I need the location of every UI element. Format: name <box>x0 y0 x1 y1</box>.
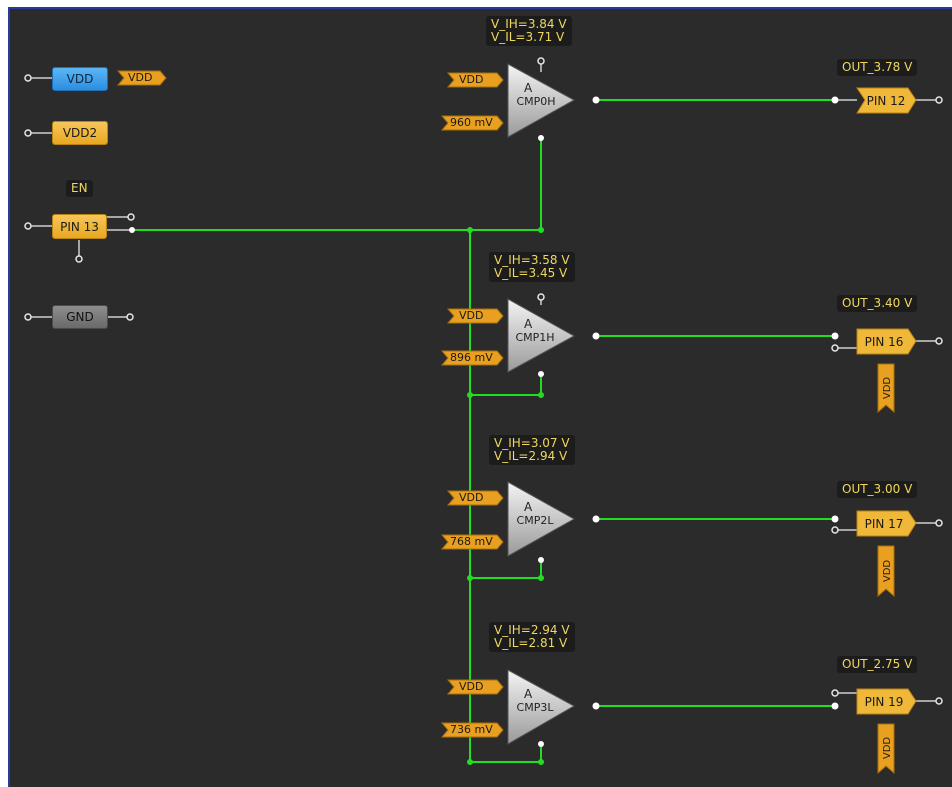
cmp0-vdd-tag: VDD <box>459 73 484 86</box>
cmp3-vil: V_IL=2.81 V <box>494 636 568 650</box>
cmp0-vref-tag: 960 mV <box>450 116 493 129</box>
cmp3-out-label: OUT_2.75 V <box>837 656 918 673</box>
cmp3-vdd-tag: VDD <box>459 680 484 693</box>
cmp0-type: A <box>524 81 533 95</box>
cmp2-type: A <box>524 500 533 514</box>
cmp2-vdd-tag: VDD <box>459 491 484 504</box>
cmp3-pin[interactable]: PIN 19 <box>864 694 904 709</box>
cmp0-vil: V_IL=3.71 V <box>491 30 565 44</box>
pin17-vdd-tag: VDD <box>882 560 893 583</box>
cmp0-threshold-label: V_IH=3.84 V V_IL=3.71 V <box>486 16 572 46</box>
cmp2-out-label: OUT_3.00 V <box>837 481 918 498</box>
cmp0-vih: V_IH=3.84 V <box>491 17 567 31</box>
cmp3-type: A <box>524 687 533 701</box>
cmp0-pin[interactable]: PIN 12 <box>866 93 906 108</box>
cmp2-vref-tag: 768 mV <box>450 535 493 548</box>
cmp1-vih: V_IH=3.58 V <box>494 253 570 267</box>
comparator-3-body <box>507 669 576 745</box>
schematic-canvas[interactable] <box>8 7 952 787</box>
cmp3-vref-tag: 736 mV <box>450 723 493 736</box>
pin13-block[interactable]: PIN 13 <box>52 214 107 239</box>
cmp1-vref-tag: 896 mV <box>450 351 493 364</box>
cmp1-out-label: OUT_3.40 V <box>837 295 918 312</box>
gnd-block[interactable]: GND <box>52 305 108 329</box>
cmp2-vil: V_IL=2.94 V <box>494 449 568 463</box>
cmp0-name[interactable]: CMP0H <box>516 95 556 108</box>
cmp2-pin[interactable]: PIN 17 <box>864 516 904 531</box>
cmp2-vih: V_IH=3.07 V <box>494 436 570 450</box>
cmp1-vil: V_IL=3.45 V <box>494 266 568 280</box>
cmp1-vdd-tag: VDD <box>459 309 484 322</box>
cmp2-name[interactable]: CMP2L <box>516 514 554 527</box>
cmp2-threshold-label: V_IH=3.07 V V_IL=2.94 V <box>489 435 575 465</box>
cmp1-pin[interactable]: PIN 16 <box>864 334 904 349</box>
comparator-2-body <box>507 481 576 557</box>
pin19-vdd-tag: VDD <box>882 737 893 760</box>
comparator-0-body <box>507 63 576 138</box>
vdd-output-tag: VDD <box>128 71 153 84</box>
vdd2-block[interactable]: VDD2 <box>52 121 108 145</box>
vdd-block[interactable]: VDD <box>52 67 108 91</box>
cmp1-threshold-label: V_IH=3.58 V V_IL=3.45 V <box>489 252 575 282</box>
pin16-vdd-tag: VDD <box>882 377 893 400</box>
en-label: EN <box>66 180 93 197</box>
cmp1-name[interactable]: CMP1H <box>515 331 555 344</box>
cmp1-type: A <box>524 317 533 331</box>
cmp0-out-label: OUT_3.78 V <box>837 59 918 76</box>
cmp3-vih: V_IH=2.94 V <box>494 623 570 637</box>
cmp3-threshold-label: V_IH=2.94 V V_IL=2.81 V <box>489 622 575 652</box>
comparator-1-body <box>507 298 576 373</box>
cmp3-name[interactable]: CMP3L <box>516 701 554 714</box>
